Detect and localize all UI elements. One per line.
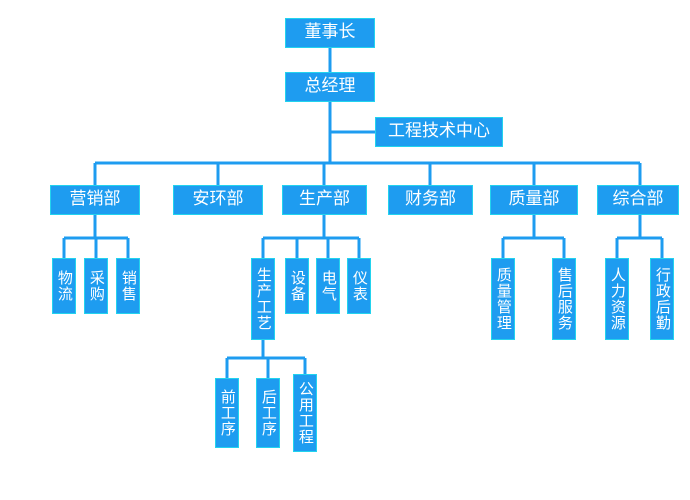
node-chairman[interactable]: 董事长 — [285, 18, 375, 48]
node-label-general-admin: 综合部 — [612, 189, 664, 210]
node-prod-process[interactable]: 生产工艺 — [251, 258, 275, 340]
node-equipment[interactable]: 设备 — [285, 258, 309, 314]
node-label-production: 生产部 — [299, 189, 350, 210]
node-label-front-process: 前工序 — [218, 389, 237, 437]
node-after-sales[interactable]: 售后服务 — [552, 258, 576, 340]
node-utilities[interactable]: 公用工程 — [293, 374, 317, 452]
node-quality[interactable]: 质量部 — [490, 185, 578, 215]
node-label-marketing: 营销部 — [69, 189, 121, 210]
node-logistics[interactable]: 物流 — [52, 258, 76, 314]
node-label-instrument: 仪表 — [350, 270, 369, 302]
node-label-utilities: 公用工程 — [296, 381, 315, 445]
node-label-after-sales: 售后服务 — [555, 267, 574, 331]
node-label-purchasing: 采购 — [87, 270, 106, 302]
node-label-prod-process: 生产工艺 — [254, 267, 273, 331]
node-front-process[interactable]: 前工序 — [215, 378, 239, 448]
node-instrument[interactable]: 仪表 — [347, 258, 371, 314]
node-label-safety-env: 安环部 — [192, 189, 244, 210]
node-general-admin[interactable]: 综合部 — [597, 185, 679, 215]
node-gm[interactable]: 总经理 — [285, 72, 375, 102]
node-marketing[interactable]: 营销部 — [50, 185, 140, 215]
node-eng-center[interactable]: 工程技术中心 — [375, 117, 503, 147]
node-finance[interactable]: 财务部 — [388, 185, 473, 215]
node-label-eng-center: 工程技术中心 — [388, 121, 490, 142]
node-label-sales: 销售 — [119, 270, 138, 302]
node-label-finance: 财务部 — [405, 189, 456, 210]
node-back-process[interactable]: 后工序 — [256, 378, 280, 448]
node-safety-env[interactable]: 安环部 — [173, 185, 263, 215]
node-hr[interactable]: 人力资源 — [605, 258, 629, 340]
node-admin-support[interactable]: 行政后勤 — [650, 258, 674, 340]
node-label-back-process: 后工序 — [259, 389, 278, 437]
node-sales[interactable]: 销售 — [116, 258, 140, 314]
node-label-chairman: 董事长 — [304, 22, 356, 43]
node-electrical[interactable]: 电气 — [316, 258, 340, 314]
node-label-quality-mgmt: 质量管理 — [494, 267, 513, 331]
node-quality-mgmt[interactable]: 质量管理 — [491, 258, 515, 340]
node-label-electrical: 电气 — [319, 270, 338, 302]
node-label-equipment: 设备 — [288, 270, 307, 302]
node-label-quality: 质量部 — [508, 189, 560, 210]
node-label-hr: 人力资源 — [608, 267, 627, 331]
node-label-logistics: 物流 — [55, 270, 74, 302]
node-production[interactable]: 生产部 — [282, 185, 367, 215]
node-purchasing[interactable]: 采购 — [84, 258, 108, 314]
node-label-admin-support: 行政后勤 — [653, 267, 672, 331]
node-label-gm: 总经理 — [304, 76, 356, 97]
